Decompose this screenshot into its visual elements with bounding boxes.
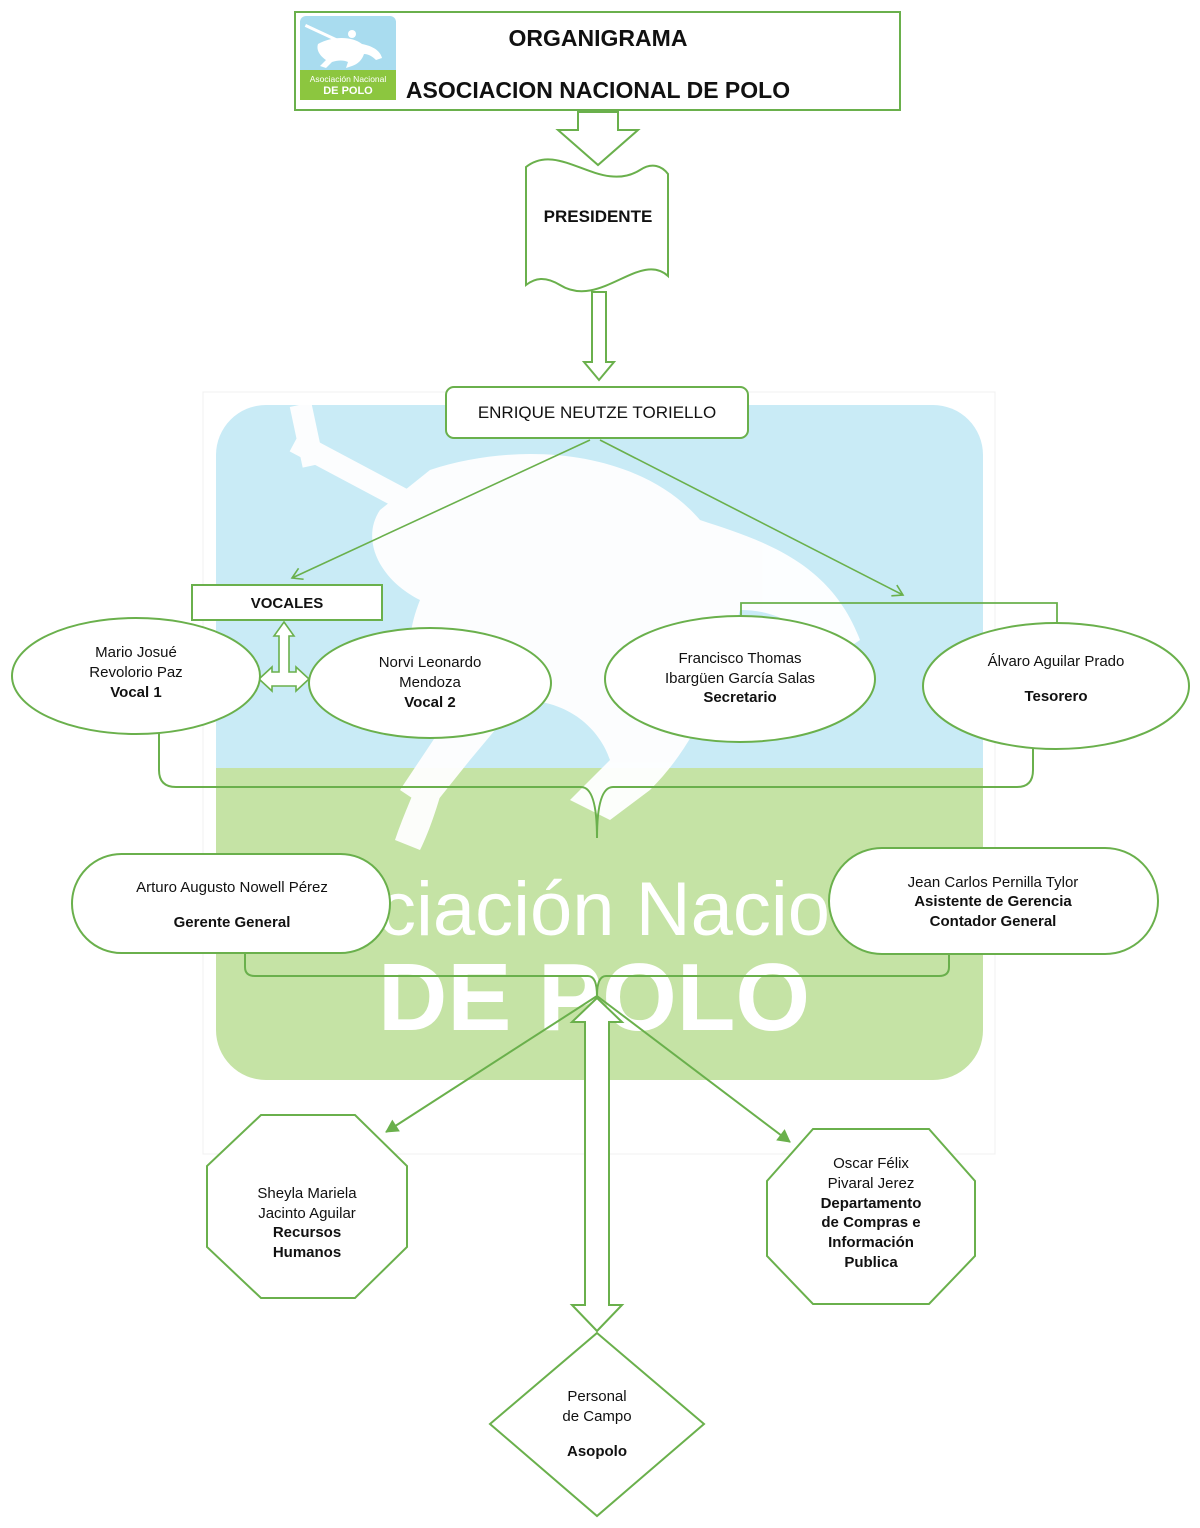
compras-role-4: Publica <box>844 1254 898 1271</box>
secretario-node: Francisco Thomas Ibargüen García Salas S… <box>604 615 876 743</box>
compras-role-3: Información <box>828 1234 914 1251</box>
vocales-box: VOCALES <box>191 584 383 621</box>
gerente-node: Arturo Augusto Nowell Pérez Gerente Gene… <box>71 853 391 954</box>
rrhh-role-1: Recursos <box>273 1224 341 1241</box>
connector-to-rrhh <box>385 995 598 1133</box>
vocal1-name-1: Mario Josué <box>95 644 177 661</box>
vocal1-node: Mario Josué Revolorio Paz Vocal 1 <box>11 617 261 735</box>
tesorero-name: Álvaro Aguilar Prado <box>988 653 1125 670</box>
rrhh-node: Sheyla Mariela Jacinto Aguilar Recursos … <box>206 1114 408 1299</box>
president-flag: PRESIDENTE <box>525 158 669 293</box>
vocal2-role: Vocal 2 <box>404 694 455 711</box>
rrhh-name-1: Sheyla Mariela <box>257 1185 357 1202</box>
tesorero-node: Álvaro Aguilar Prado Tesorero <box>922 622 1190 750</box>
campo-node: Personal de Campo Asopolo <box>488 1331 706 1518</box>
officers-bracket <box>740 602 1058 625</box>
president-name: ENRIQUE NEUTZE TORIELLO <box>478 403 716 422</box>
contador-node: Jean Carlos Pernilla Tylor Asistente de … <box>828 847 1159 955</box>
polo-player-icon <box>304 23 382 68</box>
vocales-double-arrow <box>257 620 311 693</box>
secretario-role: Secretario <box>703 689 776 706</box>
vocal2-name-2: Mendoza <box>399 674 461 691</box>
header-to-president-arrow <box>555 111 641 167</box>
logo-text-2: DE POLO <box>323 85 373 97</box>
tesorero-role: Tesorero <box>1024 688 1087 705</box>
president-label: PRESIDENTE <box>544 207 653 226</box>
connector-to-compras <box>596 995 791 1143</box>
vocal2-name-1: Norvi Leonardo <box>379 654 482 671</box>
vocal1-name-2: Revolorio Paz <box>89 664 182 681</box>
header-box: Asociación Nacional DE POLO ORGANIGRAMA … <box>294 11 901 111</box>
secretario-name-1: Francisco Thomas <box>678 650 801 667</box>
gerente-name: Arturo Augusto Nowell Pérez <box>136 879 328 896</box>
contador-name: Jean Carlos Pernilla Tylor <box>908 874 1079 891</box>
logo-text-1: Asociación Nacional <box>310 74 387 84</box>
field-staff-double-arrow <box>569 996 625 1333</box>
connector-to-officers <box>599 439 905 597</box>
compras-node: Oscar Félix Pivaral Jerez Departamento d… <box>766 1128 976 1305</box>
campo-line-2: de Campo <box>562 1408 631 1425</box>
compras-role-2: de Compras e <box>821 1214 920 1231</box>
president-name-box: ENRIQUE NEUTZE TORIELLO <box>445 386 749 439</box>
rrhh-name-2: Jacinto Aguilar <box>258 1205 356 1222</box>
compras-name-2: Pivaral Jerez <box>828 1175 915 1192</box>
board-brace <box>158 733 1034 839</box>
compras-name-1: Oscar Félix <box>833 1155 909 1172</box>
rrhh-role-2: Humanos <box>273 1244 341 1261</box>
compras-role-1: Departamento <box>821 1195 922 1212</box>
watermark-text-1: ciación Nacio <box>378 867 830 952</box>
page-subtitle: ASOCIACION NACIONAL DE POLO <box>406 77 790 103</box>
secretario-name-2: Ibargüen García Salas <box>665 670 815 687</box>
vocal1-role: Vocal 1 <box>110 684 161 701</box>
connector-to-vocales <box>290 439 591 581</box>
header-logo: Asociación Nacional DE POLO <box>300 16 396 100</box>
campo-line-1: Personal <box>567 1388 626 1405</box>
president-down-arrow <box>581 291 617 382</box>
contador-role-1: Asistente de Gerencia <box>914 893 1072 910</box>
campo-role: Asopolo <box>567 1443 627 1460</box>
gerente-role: Gerente General <box>174 914 291 931</box>
vocal2-node: Norvi Leonardo Mendoza Vocal 2 <box>308 627 552 739</box>
contador-role-2: Contador General <box>930 913 1057 930</box>
page-title: ORGANIGRAMA <box>509 25 688 51</box>
vocales-label: VOCALES <box>251 595 324 612</box>
